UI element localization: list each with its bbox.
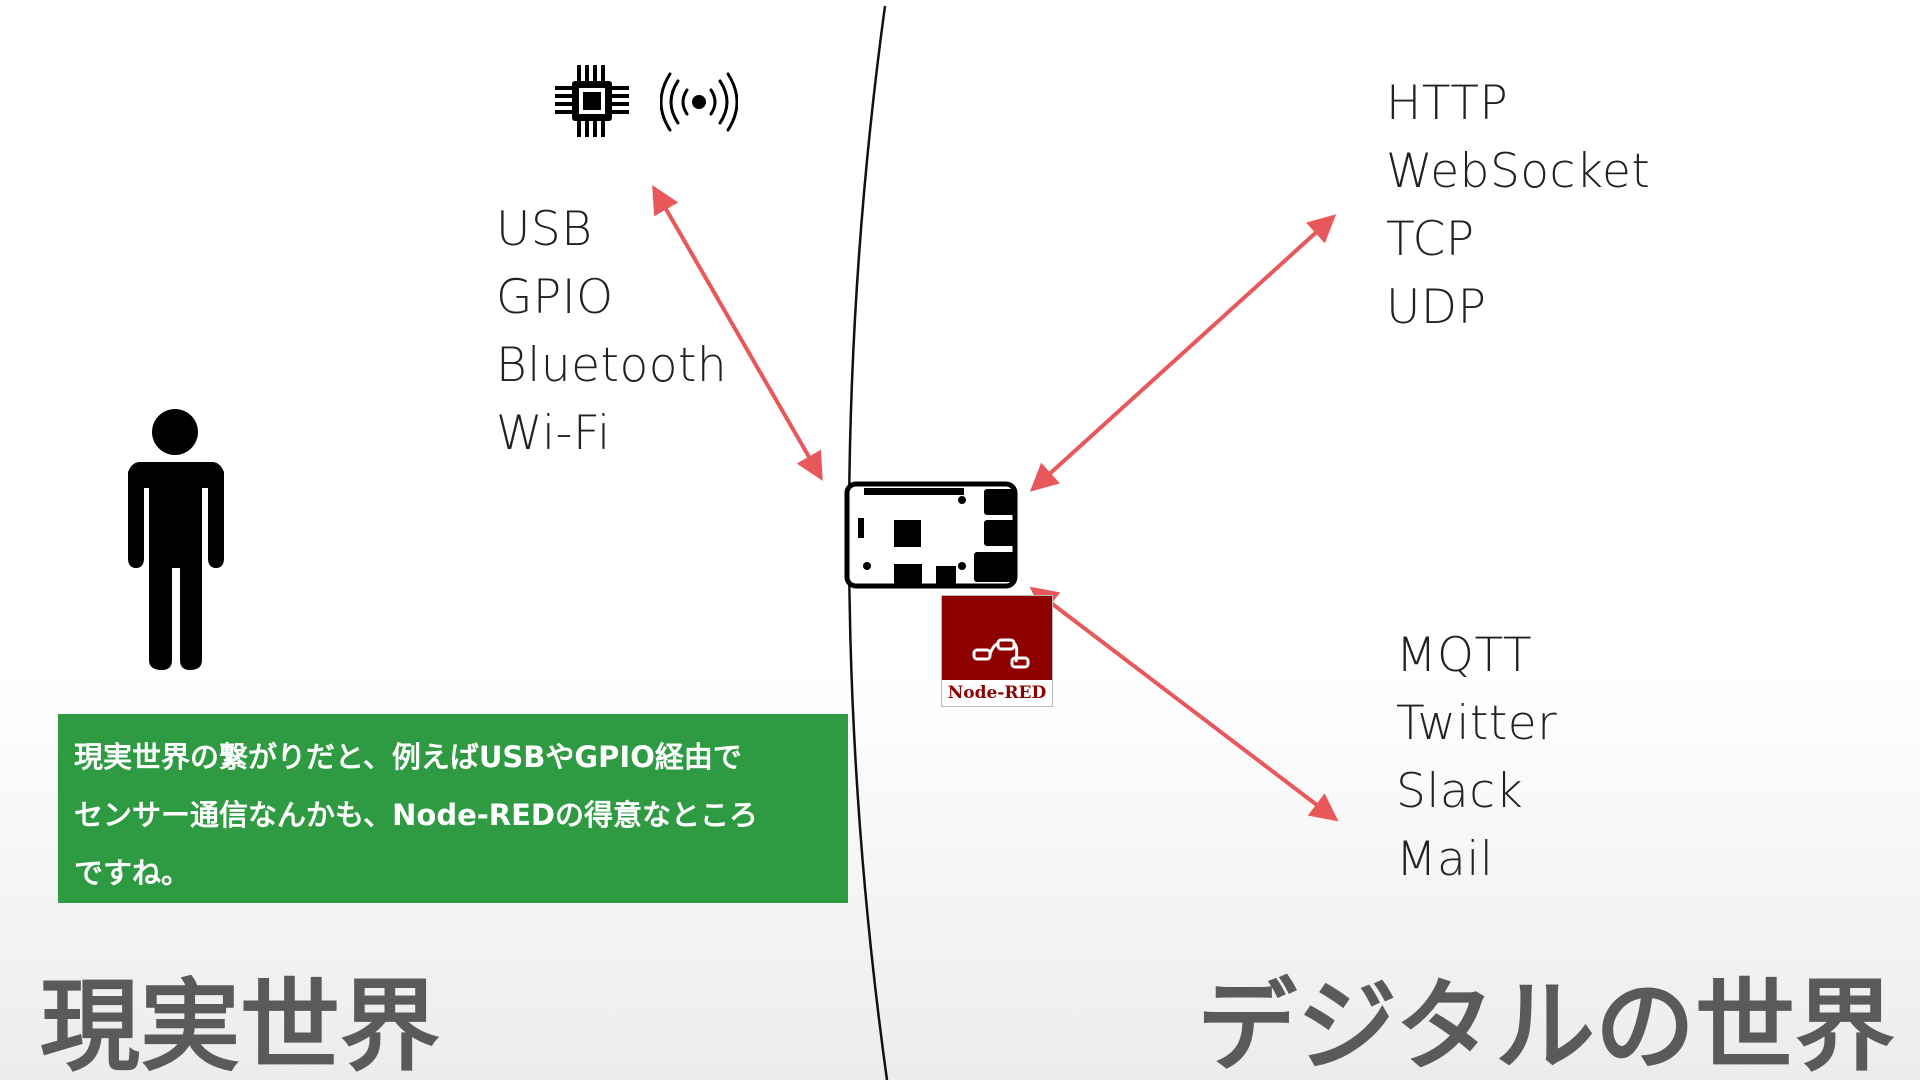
wireless-signal-icon bbox=[660, 72, 738, 132]
caption-line: 現実世界の繋がりだと、例えばUSBやGPIO経由で bbox=[74, 740, 742, 774]
protocol-websocket: WebSocket bbox=[1386, 144, 1651, 199]
digital-world-label: デジタルの世界 bbox=[1197, 968, 1895, 1085]
real-world-label: 現実世界 bbox=[40, 968, 440, 1085]
service-mail: Mail bbox=[1396, 832, 1494, 887]
raspberry-pi-board-icon bbox=[844, 481, 1018, 589]
node-red-logo: Node-RED bbox=[942, 596, 1052, 706]
chip-icon bbox=[555, 65, 629, 137]
protocol-udp: UDP bbox=[1386, 280, 1487, 335]
arrow-network bbox=[1029, 214, 1337, 492]
device-protocol-list: USB GPIO Bluetooth Wi-Fi bbox=[496, 196, 727, 468]
node-red-label: Node-RED bbox=[942, 680, 1052, 706]
protocol-tcp: TCP bbox=[1386, 212, 1475, 267]
caption-line: センサー通信なんかも、Node-REDの得意なところ bbox=[74, 798, 759, 832]
protocol-bluetooth: Bluetooth bbox=[496, 338, 728, 393]
arrow-services bbox=[1029, 586, 1339, 822]
service-twitter: Twitter bbox=[1396, 696, 1558, 751]
service-list: MQTT Twitter Slack Mail bbox=[1396, 622, 1557, 894]
network-protocol-list: HTTP WebSocket TCP UDP bbox=[1386, 70, 1650, 342]
service-mqtt: MQTT bbox=[1396, 628, 1533, 683]
node-red-flow-icon bbox=[972, 638, 1030, 669]
protocol-usb: USB bbox=[496, 202, 593, 257]
person-icon bbox=[128, 409, 224, 670]
caption-box: 現実世界の繋がりだと、例えばUSBやGPIO経由で センサー通信なんかも、Nod… bbox=[58, 714, 848, 903]
arrow-device bbox=[652, 185, 823, 481]
service-slack: Slack bbox=[1396, 764, 1524, 819]
protocol-gpio: GPIO bbox=[496, 270, 614, 325]
protocol-wifi: Wi-Fi bbox=[496, 406, 611, 461]
caption-line: ですね。 bbox=[74, 856, 191, 890]
protocol-http: HTTP bbox=[1386, 76, 1509, 131]
